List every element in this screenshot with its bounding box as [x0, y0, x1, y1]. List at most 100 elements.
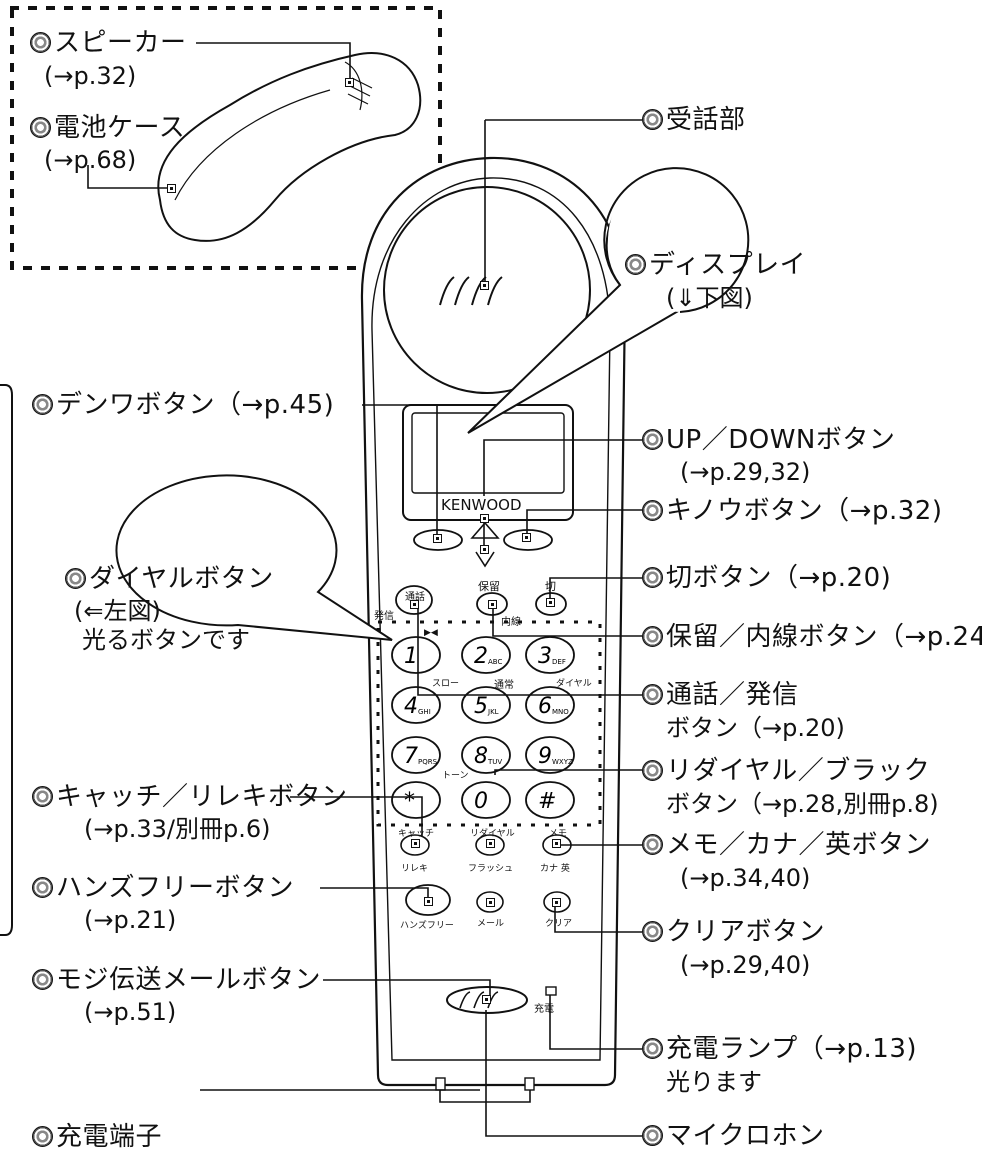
key-letters-6: PQRS: [418, 758, 438, 766]
receiver-slots: [439, 276, 503, 306]
redial-print: リダイヤル: [470, 829, 515, 839]
label-talk: 通話／発信: [642, 680, 799, 710]
label-dial: ダイヤルボタン: [65, 564, 274, 594]
label-kiri: 切ボタン（→p.20): [642, 563, 891, 593]
down-arrow-key: [475, 551, 495, 568]
key-digit-2: 3: [538, 644, 552, 669]
brand-logo-text: KENWOOD: [441, 496, 522, 514]
label-clear: クリアボタン: [642, 917, 825, 947]
label-updown: UP／DOWNボタン: [642, 425, 895, 455]
skip-print: ▶◀: [424, 628, 438, 638]
kana-print: カナ 英: [540, 864, 570, 874]
horyu-marker: [488, 600, 497, 609]
label-clear-ref: (→p.29,40): [680, 951, 811, 979]
charge-terminal-left: [435, 1077, 446, 1091]
label-redial: リダイヤル／ブラック: [642, 756, 930, 786]
label-handsfree-ref: (→p.21): [84, 906, 177, 934]
key-letters-4: JKL: [487, 708, 499, 716]
down-marker: [480, 545, 489, 554]
key-digit-3: 4: [404, 694, 418, 719]
key-6: [391, 736, 441, 774]
key-letters-2: DEF: [552, 658, 566, 666]
key-5: [525, 686, 575, 724]
key-digit-9: *: [404, 789, 415, 814]
label-denwa: デンワボタン（→p.45): [32, 390, 334, 420]
up-arrow-key: [470, 521, 500, 539]
key-digit-5: 6: [538, 694, 552, 719]
keypad-dotted-frame: [376, 620, 602, 827]
label-handsfree: ハンズフリーボタン: [32, 873, 294, 903]
label-dial-note: 光るボタンです: [82, 626, 250, 654]
up-marker: [480, 514, 489, 523]
key-3: [391, 686, 441, 724]
label-microphone: マイクロホン: [642, 1121, 824, 1151]
kinou-marker: [522, 533, 531, 542]
horyu-print: 保留: [478, 580, 500, 593]
tsuwa-marker: [410, 600, 419, 609]
key-letters-7: TUV: [487, 758, 502, 766]
key-1: [461, 636, 511, 674]
catch-print: キャッチ: [398, 829, 435, 839]
label-moji: モジ伝送メールボタン: [32, 965, 321, 995]
key-8: [525, 736, 575, 774]
key-7: [461, 736, 511, 774]
battery-case-marker: [167, 184, 176, 193]
key-digit-4: 5: [474, 694, 488, 719]
kiri-marker: [546, 598, 555, 607]
memo-marker: [552, 839, 561, 848]
receiver-marker: [480, 281, 489, 290]
mail-print: メール: [477, 919, 505, 929]
key-letters-5: MNO: [552, 708, 569, 716]
handsfree-marker: [424, 897, 433, 906]
normal-print: 通常: [494, 680, 514, 691]
key-9: [391, 781, 441, 819]
label-speaker: スピーカー: [30, 28, 187, 58]
leader-lines: [87, 42, 642, 1137]
key-digit-10: 0: [474, 789, 488, 814]
key-digit-8: 9: [538, 744, 552, 769]
label-catch-ref: (→p.33/別冊p.6): [84, 815, 271, 843]
label-redial-ref: ボタン（→p.28,別冊p.8): [666, 790, 939, 818]
key-letters-8: WXYZ: [552, 758, 573, 766]
label-hold: 保留／内線ボタン（→p.24): [642, 622, 982, 652]
label-display-ref: (⇓下図): [666, 284, 753, 312]
label-talk-ref: ボタン（→p.20): [666, 714, 845, 742]
flash-print: フラッシュ: [468, 864, 514, 874]
key-4: [461, 686, 511, 724]
kiri-print: 切: [545, 580, 556, 593]
label-charge-lamp: 充電ランプ（→p.13): [642, 1034, 917, 1064]
handsfree-print: ハンズフリー: [400, 921, 454, 931]
tone-print: トーン: [442, 771, 469, 781]
slow-print: スロー: [432, 679, 460, 689]
key-digit-6: 7: [404, 744, 418, 769]
label-catch: キャッチ／リレキボタン: [32, 782, 348, 812]
label-updown-ref: (→p.29,32): [680, 458, 811, 486]
label-charge-lamp-note: 光ります: [666, 1068, 762, 1096]
denwa-marker: [433, 534, 442, 543]
label-moji-ref: (→p.51): [84, 998, 177, 1026]
label-speaker-ref: (→p.32): [44, 62, 137, 90]
catch-marker: [411, 839, 420, 848]
key-letters-1: ABC: [488, 658, 502, 666]
mail-marker: [486, 898, 495, 907]
label-display: ディスプレイ: [625, 250, 806, 280]
key-digit-11: #: [538, 789, 556, 814]
key-0: [391, 636, 441, 674]
key-10: [461, 781, 511, 819]
key-11: [525, 781, 575, 819]
hatsushin-print: 発信: [374, 611, 394, 622]
key-letters-3: GHI: [418, 708, 431, 716]
charge-print: 充電: [534, 1004, 554, 1015]
label-battery-case-ref: (→p.68): [44, 146, 137, 174]
key-digit-1: 2: [474, 644, 488, 669]
memo-print: メモ: [549, 829, 568, 839]
label-battery-case: 電池ケース: [30, 113, 185, 143]
speaker-marker: [345, 78, 354, 87]
label-dial-ref: (⇐左図): [74, 597, 161, 625]
tsuwa-print: 通話: [405, 592, 425, 603]
charge-terminal-right: [524, 1077, 535, 1091]
label-memo-ref: (→p.34,40): [680, 864, 811, 892]
